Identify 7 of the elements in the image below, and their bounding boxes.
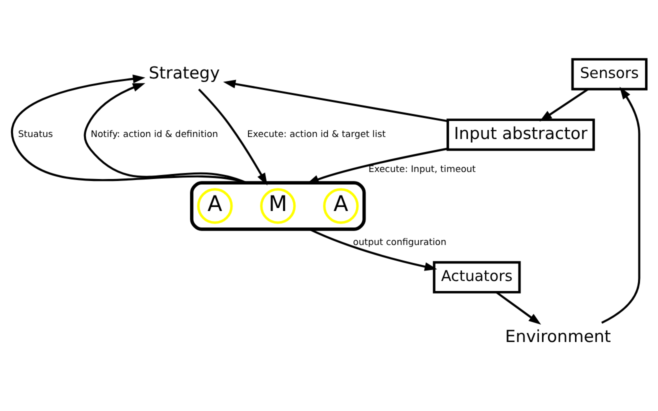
edge-label: Execute: Input, timeout [368, 164, 476, 174]
node-text: Environment [505, 326, 611, 346]
edge-label: Execute: action id & target list [247, 130, 386, 140]
node-text: Strategy [148, 62, 220, 82]
edge-label: Notify: action id & definition [90, 130, 218, 140]
edge-label: output configuration [353, 237, 446, 248]
edge-label: Stuatus [18, 130, 53, 140]
